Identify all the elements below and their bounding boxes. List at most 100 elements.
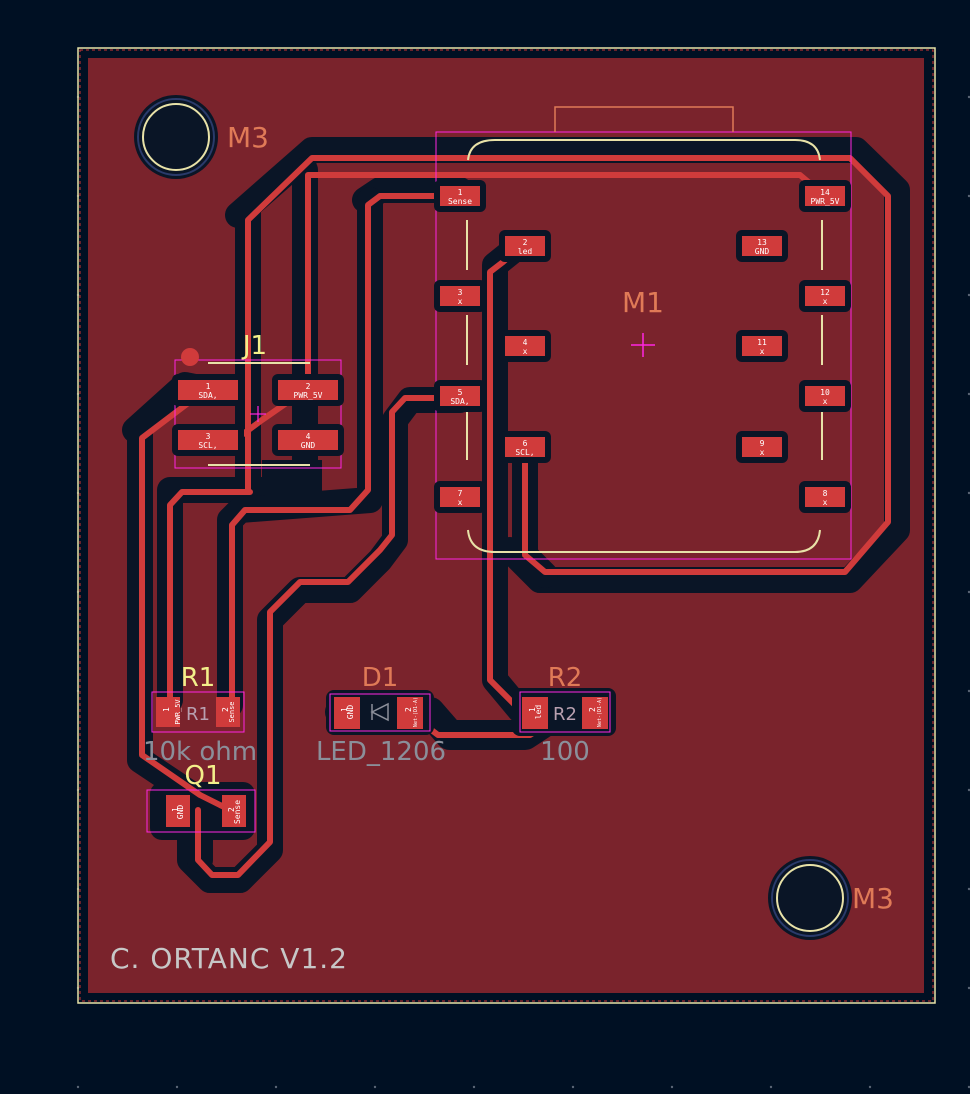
svg-text:2: 2 [588,707,597,712]
grid-dot [967,95,970,99]
svg-text:Sense: Sense [233,800,242,824]
grid-dot [274,1085,278,1089]
svg-text:1: 1 [171,807,180,812]
svg-text:2: 2 [227,807,236,812]
m1-pad-number: 3 [458,288,463,297]
d1-value: LED_1206 [316,737,446,767]
grid-dot [769,1085,773,1089]
m1-pad-name: x [523,347,528,356]
r1-value: 10k ohm [143,737,257,767]
footprint-r1[interactable]: R1 R1 1 PWR_5V 2 Sense 10k ohm [143,663,257,767]
m1-pad-name: x [823,397,828,406]
svg-text:Net-(D1-A): Net-(D1-A) [597,697,603,727]
j1-pad-name: SDA, [198,391,217,400]
m1-pad-number: 14 [820,188,830,197]
diode-symbol [370,702,389,722]
j1-pad-3[interactable] [178,430,238,450]
footprint-m1[interactable]: M1 1Sense2led3x4x5SDA,6SCL,7x8x9x10x11x1… [434,106,852,560]
svg-text:Sense: Sense [228,701,236,722]
m1-pad-number: 6 [523,439,528,448]
m1-pad-number: 1 [458,188,463,197]
m1-pad-number: 9 [760,439,765,448]
svg-text:1: 1 [340,707,349,712]
svg-text:GND: GND [176,805,185,820]
m1-pad-name: x [458,498,463,507]
m1-pad-name: x [760,347,765,356]
r2-pad-2[interactable] [582,697,608,729]
m1-pad-number: 5 [458,388,463,397]
m1-pad-7[interactable] [440,487,480,507]
grid-dot [670,1085,674,1089]
grid-dot [967,788,970,792]
m1-pad-12[interactable] [805,286,845,306]
svg-text:PWR_5V: PWR_5V [174,699,182,725]
m1-pad-number: 4 [523,338,528,347]
m1-pad-5[interactable] [440,386,480,406]
m1-pad-4[interactable] [505,336,545,356]
m1-pad-name: x [458,297,463,306]
m1-pad-number: 10 [820,388,830,397]
r2-reference: R2 [548,663,583,693]
grid-dot [967,293,970,297]
grid-dot [967,491,970,495]
m1-pad-10[interactable] [805,386,845,406]
grid-dot [472,1085,476,1089]
j1-pad-1[interactable] [178,380,238,400]
m1-pad-8[interactable] [805,487,845,507]
mounting-hole-bottom-right[interactable]: M3 [768,856,894,940]
m1-pad-name: GND [755,247,770,256]
m1-pad-3[interactable] [440,286,480,306]
d1-pad-2[interactable] [397,697,423,729]
d1-pad-1[interactable] [334,697,360,729]
j1-pad-2[interactable] [278,380,338,400]
mounting-hole-label: M3 [852,882,894,915]
svg-text:GND: GND [346,705,355,720]
m1-pad-14[interactable] [805,186,845,206]
grid-dot [967,392,970,396]
m1-pad-name: x [823,297,828,306]
svg-text:1: 1 [528,707,537,712]
mounting-hole-top-left[interactable]: M3 [134,95,269,179]
mounting-hole-label: M3 [227,121,269,154]
r2-value: 100 [540,737,590,767]
m1-pad-1[interactable] [440,186,480,206]
m1-pad-number: 11 [757,338,767,347]
grid-dot [967,590,970,594]
footprint-r2[interactable]: R2 R2 1 led 2 Net-(D1-A) 100 [512,663,616,767]
m1-pad-number: 7 [458,489,463,498]
grid-dot [967,194,970,198]
j1-pad-number: 2 [306,382,311,391]
q1-pad-2[interactable] [222,795,246,827]
m1-reference: M1 [622,286,664,319]
r2-pad-1[interactable] [522,697,548,729]
grid-dot [967,887,970,891]
m1-pad-number: 8 [823,489,828,498]
d1-reference: D1 [362,663,399,693]
grid-dot [373,1085,377,1089]
m1-pad-2[interactable] [505,236,545,256]
m1-pad-name: PWR_5V [811,197,840,206]
grid-dot [175,1085,179,1089]
footprint-q1[interactable]: Q1 1 GND 2 Sense [146,761,256,833]
svg-text:2: 2 [221,707,230,712]
r2-fab-ref: R2 [553,704,577,725]
r1-pad-1[interactable] [156,697,180,727]
m1-pad-13[interactable] [742,236,782,256]
j1-pad-name: PWR_5V [294,391,323,400]
svg-text:2: 2 [404,707,413,712]
m1-pad-9[interactable] [742,437,782,457]
j1-pad-4[interactable] [278,430,338,450]
footprint-d1[interactable]: D1 1 GND 2 Net-(D1-A) LED_1206 [316,663,446,767]
m1-pad-name: x [760,448,765,457]
r1-pad-2[interactable] [216,697,240,727]
r1-fab-ref: R1 [186,704,210,725]
j1-pad-number: 4 [306,432,311,441]
j1-pad-number: 1 [206,382,211,391]
m1-pad-11[interactable] [742,336,782,356]
q1-pad-1[interactable] [166,795,190,827]
j1-pad-number: 3 [206,432,211,441]
m1-pad-6[interactable] [505,437,545,457]
svg-text:led: led [534,705,543,720]
